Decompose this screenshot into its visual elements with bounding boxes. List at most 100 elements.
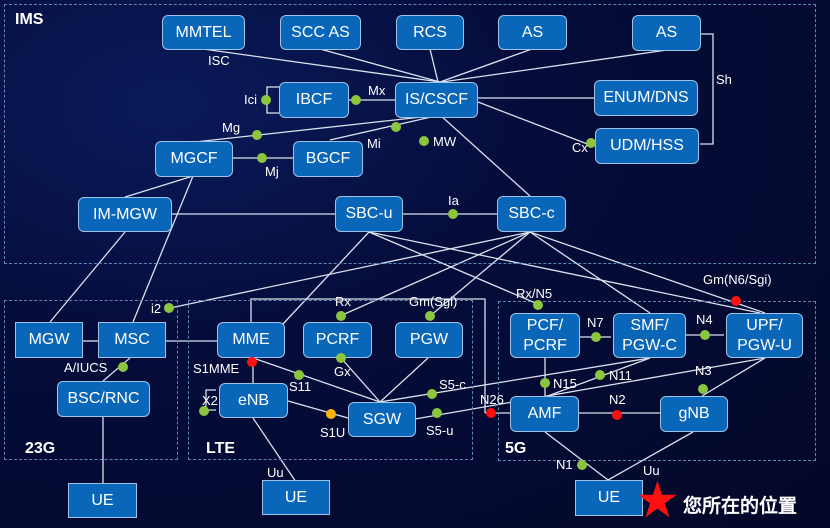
label-mw: MW (433, 134, 457, 149)
link-sbcu-mme (282, 231, 370, 325)
node-bsc-rnc[interactable]: BSC/RNC (57, 381, 150, 417)
label-s5u: S5-u (426, 423, 454, 438)
link-pcrf-sgw (340, 357, 381, 403)
dot-rx (336, 311, 346, 321)
label-rx: Rx (335, 294, 351, 309)
dot-n4 (700, 330, 710, 340)
dot-mj (257, 153, 267, 163)
link-mgcf-msc (132, 175, 194, 323)
link-sbcc-pcrf (339, 231, 531, 317)
label-s11: S11 (289, 379, 312, 394)
dot-mg (252, 130, 262, 140)
link-mmtel-iscscf (202, 48, 441, 83)
label-n4: N4 (696, 312, 713, 327)
link-mgcf-immgw (124, 175, 194, 198)
label-gm-sgi: Gm(Sgi) (409, 294, 458, 309)
link-sh (700, 33, 714, 145)
region-label-5g: 5G (505, 440, 527, 457)
link-enb-ue (252, 417, 297, 483)
node-as-1[interactable]: AS (498, 15, 567, 50)
node-gnb[interactable]: gNB (660, 396, 728, 432)
region-5g (498, 301, 816, 461)
dot-gm-sgi (425, 311, 435, 321)
node-mmtel[interactable]: MMTEL (162, 15, 245, 50)
you-are-here-label: 您所在的位置 (683, 496, 798, 517)
link-mme-sgw (252, 357, 381, 403)
node-mgw[interactable]: MGW (15, 322, 83, 358)
link-x2 (205, 389, 216, 411)
region-label-ims: IMS (15, 11, 44, 28)
node-ue-5g[interactable]: UE (575, 480, 643, 516)
node-enb[interactable]: eNB (219, 383, 288, 418)
dot-mi (391, 122, 401, 132)
star-icon: ★ (635, 472, 680, 528)
node-msc[interactable]: MSC (98, 322, 166, 358)
label-s1u: S1U (320, 425, 346, 440)
node-rcs[interactable]: RCS (396, 15, 464, 50)
node-ibcf[interactable]: IBCF (279, 82, 349, 118)
label-gm-n6-sgi: Gm(N6/Sgi) (703, 272, 772, 287)
label-mj: Mj (265, 164, 279, 179)
region-label-23g: 23G (25, 440, 56, 457)
dot-mw (419, 136, 429, 146)
node-smf-pgw-c[interactable]: SMF/ PGW-C (613, 313, 686, 358)
label-s1mme: S1MME (193, 361, 240, 376)
link-amf-ue (544, 431, 609, 481)
node-scc-as[interactable]: SCC AS (280, 15, 361, 50)
dot-gx (336, 353, 346, 363)
dot-cx (586, 138, 596, 148)
dot-n7 (591, 332, 601, 342)
dot-s1u (326, 409, 336, 419)
node-ue-lte[interactable]: UE (262, 480, 330, 515)
link-immgw-mgw (49, 231, 126, 323)
dot-gm-n6-sgi (731, 296, 741, 306)
link-enb-sgw (287, 400, 349, 419)
region-label-lte: LTE (206, 440, 236, 457)
node-ue-23g[interactable]: UE (68, 483, 137, 518)
dot-x2 (199, 406, 209, 416)
node-sbc-u[interactable]: SBC-u (335, 196, 403, 232)
node-is-cscf[interactable]: IS/CSCF (395, 82, 478, 118)
label-cx: Cx (572, 140, 588, 155)
dot-n11 (595, 370, 605, 380)
link-as2-iscscf (441, 49, 668, 83)
dot-s5c (427, 389, 437, 399)
node-enum-dns[interactable]: ENUM/DNS (594, 80, 698, 116)
node-upf-pgw-u[interactable]: UPF/ PGW-U (726, 313, 803, 358)
node-sgw[interactable]: SGW (348, 402, 416, 437)
label-sh: Sh (716, 72, 732, 87)
node-bgcf[interactable]: BGCF (293, 141, 363, 177)
label-ici: Ici (244, 92, 257, 107)
link-mme-n26 (250, 298, 486, 413)
node-pgw[interactable]: PGW (395, 322, 463, 358)
link-sbcu-upf (368, 231, 761, 314)
dot-ici (261, 95, 271, 105)
node-amf[interactable]: AMF (510, 396, 579, 432)
node-mgcf[interactable]: MGCF (155, 141, 233, 177)
label-n26: N26 (480, 392, 504, 407)
link-iscscf-udm (477, 101, 591, 146)
link-rcs-iscscf (429, 48, 439, 83)
link-iscscf-sbcc (439, 114, 531, 197)
node-as-2[interactable]: AS (632, 15, 701, 51)
label-n2: N2 (609, 392, 626, 407)
node-pcf-pcrf[interactable]: PCF/ PCRF (510, 313, 580, 358)
label-mi: Mi (367, 136, 381, 151)
node-sbc-c[interactable]: SBC-c (497, 196, 566, 232)
label-uu-lte: Uu (267, 465, 284, 480)
dot-i2 (164, 303, 174, 313)
node-udm-hss[interactable]: UDM/HSS (595, 128, 699, 164)
label-s5c: S5-c (439, 377, 466, 392)
link-sbcc-smf (529, 231, 651, 314)
link-iscscf-mgcf (194, 114, 441, 143)
label-n15: N15 (553, 376, 577, 391)
node-pcrf[interactable]: PCRF (303, 322, 372, 358)
label-gx: Gx (334, 364, 351, 379)
link-as1-iscscf (439, 48, 533, 83)
node-im-mgw[interactable]: IM-MGW (78, 197, 172, 232)
dot-n15 (540, 378, 550, 388)
dot-n3 (698, 384, 708, 394)
label-mx: Mx (368, 83, 386, 98)
link-msc-bsc (102, 357, 131, 382)
